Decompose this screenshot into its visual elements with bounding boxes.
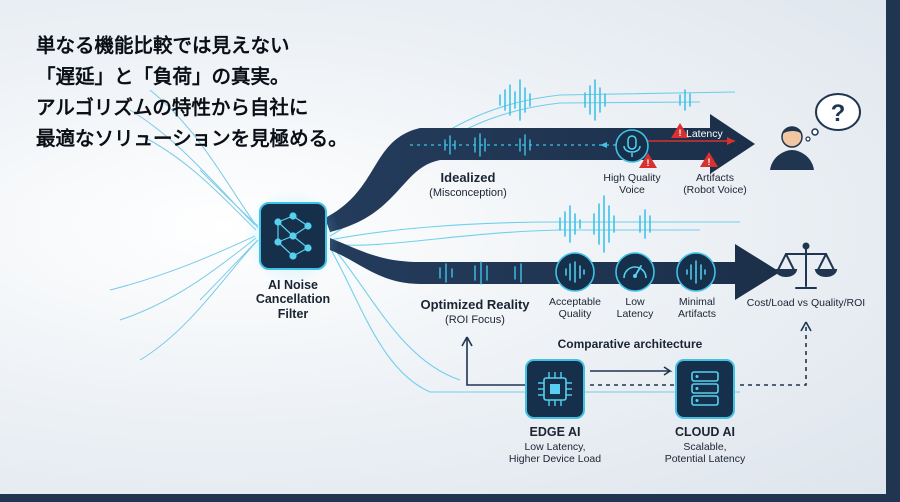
cloud-ai-description: Scalable, Potential Latency <box>640 441 770 465</box>
architecture-connectors <box>461 321 812 386</box>
idealized-subtitle: (Misconception) <box>429 187 507 199</box>
svg-text:!: ! <box>708 157 711 167</box>
latency-warning-icon: ! <box>671 123 689 138</box>
quality-line-1: Acceptable <box>549 296 601 308</box>
cloud-line-1: Scalable, <box>683 441 727 453</box>
idealized-waveform <box>499 79 691 121</box>
edge-ai-title: EDGE AI <box>529 425 581 439</box>
voice-line-2: Voice <box>619 184 645 197</box>
latency-label: Latency <box>686 128 723 140</box>
cloud-line-2: Potential Latency <box>664 453 746 466</box>
filter-label: AI Noise Cancellation Filter <box>243 278 343 321</box>
edge-ai-description: Low Latency, Higher Device Load <box>490 441 620 465</box>
filter-label-line-2: Cancellation <box>255 292 331 307</box>
filter-label-line-1: AI Noise <box>267 278 318 292</box>
headline-line-1: 単なる機能比較では見えない <box>36 34 290 57</box>
edge-line-1: Low Latency, <box>524 441 586 453</box>
artifacts-label: Artifacts (Robot Voice) <box>670 172 760 196</box>
svg-text:!: ! <box>679 128 682 138</box>
cloud-ai-title: CLOUD AI <box>675 425 735 439</box>
latency-line-1: Low <box>625 296 645 308</box>
minimal-line-2: Artifacts <box>678 308 716 321</box>
svg-text:?: ? <box>831 100 846 127</box>
quality-wave-icon <box>555 252 595 292</box>
filter-label-line-3: Filter <box>277 306 309 321</box>
optimized-track <box>330 238 780 300</box>
latency-line-2: Latency <box>616 308 654 321</box>
edge-line-2: Higher Device Load <box>508 453 602 466</box>
confused-person-icon: ? <box>770 93 861 170</box>
optimized-waveform <box>559 195 651 253</box>
headline-line-3: アルゴリズムの特性から自社に <box>36 96 309 119</box>
artifacts-line-2: (Robot Voice) <box>683 184 747 197</box>
speedometer-icon <box>615 252 655 292</box>
balance-scale-icon <box>774 242 838 289</box>
voice-line-1: High Quality <box>603 172 661 184</box>
microphone-icon <box>615 129 649 163</box>
voice-warning-icon: ! <box>639 153 657 168</box>
edge-chip-icon <box>525 359 585 419</box>
artifacts-warning-icon: ! <box>700 152 718 167</box>
artifacts-wave-icon <box>676 252 716 292</box>
optimized-subtitle: (ROI Focus) <box>445 314 505 326</box>
input-waveform <box>5 167 202 293</box>
balance-label: Cost/Load vs Quality/ROI <box>746 297 866 309</box>
cloud-server-icon <box>675 359 735 419</box>
svg-text:!: ! <box>647 158 650 168</box>
minimal-line-1: Minimal <box>678 296 716 308</box>
minimal-artifacts-label: Minimal Artifacts <box>662 296 732 320</box>
high-quality-voice-label: High Quality Voice <box>592 172 672 196</box>
low-latency-label: Low Latency <box>605 296 665 320</box>
quality-line-2: Quality <box>558 308 592 321</box>
architecture-title: Comparative architecture <box>557 337 703 351</box>
right-frame-border <box>886 0 900 502</box>
optimized-title: Optimized Reality <box>420 297 530 312</box>
acceptable-quality-label: Acceptable Quality <box>540 296 610 320</box>
idealized-title: Idealized <box>440 170 496 185</box>
filter-chip <box>244 189 340 285</box>
headline-line-4: 最適なソリューションを見極める。 <box>36 127 348 150</box>
neural-network-icon <box>274 212 312 260</box>
headline: 単なる機能比較では見えない 「遅延」と「負荷」の真実。 アルゴリズムの特性から自… <box>36 30 396 154</box>
artifacts-line-1: Artifacts <box>696 172 734 184</box>
headline-line-2: 「遅延」と「負荷」の真実。 <box>36 65 290 88</box>
bottom-frame-border <box>0 494 900 502</box>
